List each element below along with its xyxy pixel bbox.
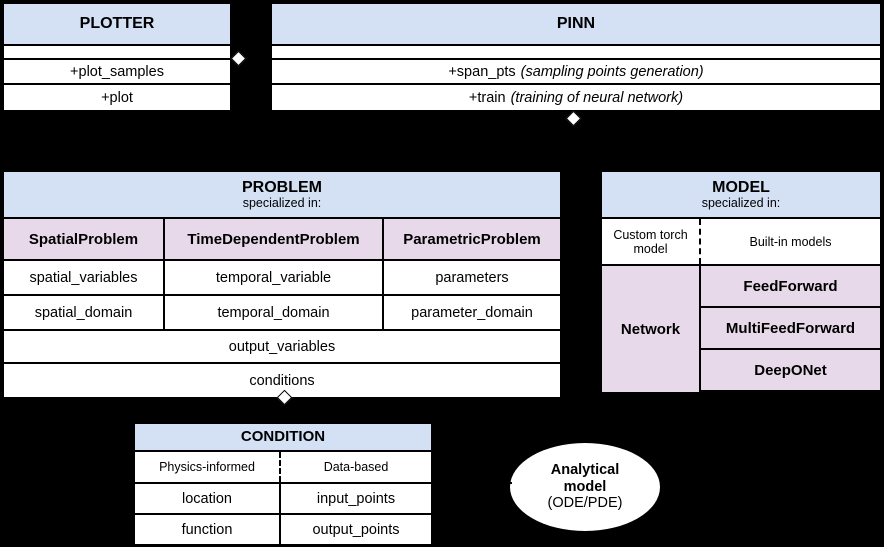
model-builtin-0-label: FeedForward [743, 277, 838, 295]
problem-shared-0: output_variables [4, 331, 560, 364]
problem-attr-1-0: spatial_domain [4, 296, 165, 329]
model-builtin-list: FeedForward MultiFeedForward DeepONet [701, 266, 880, 392]
model-header: MODEL specialized in: [602, 172, 880, 219]
class-box-model[interactable]: MODEL specialized in: Custom torch model… [600, 170, 882, 392]
condition-row-0: location input_points [135, 484, 431, 515]
connector-pinn-down [572, 118, 574, 145]
class-box-condition[interactable]: CONDITION Physics-informed Data-based lo… [133, 422, 433, 544]
class-box-problem[interactable]: PROBLEM specialized in: SpatialProblem T… [2, 170, 562, 397]
problem-specialization-row: SpatialProblem TimeDependentProblem Para… [4, 219, 560, 261]
pinn-method-0-note: (sampling points generation) [520, 63, 704, 80]
plotter-method-0-label: +plot_samples [70, 63, 164, 80]
problem-attr-0-2-label: parameters [435, 269, 509, 286]
condition-cell-0-1: input_points [281, 484, 431, 513]
condition-col-right-header-label: Data-based [323, 460, 389, 474]
problem-specialization-1[interactable]: TimeDependentProblem [165, 219, 384, 259]
condition-header: CONDITION [135, 424, 431, 452]
problem-attr-1-2: parameter_domain [384, 296, 560, 329]
plotter-title: PLOTTER [79, 15, 155, 33]
model-builtin-1-label: MultiFeedForward [725, 319, 856, 337]
condition-col-left-header: Physics-informed [135, 452, 281, 482]
model-col-right-header-label: Built-in models [749, 234, 832, 249]
model-body: Network FeedForward MultiFeedForward Dee… [602, 266, 880, 392]
condition-cell-0-0-label: location [182, 490, 232, 507]
problem-specialization-2[interactable]: ParametricProblem [384, 219, 560, 259]
arrowhead-icon [433, 473, 450, 492]
connector-branch-to-model [742, 144, 744, 170]
model-col-left-header-label: Custom torch model [613, 227, 688, 256]
problem-header: PROBLEM specialized in: [4, 172, 560, 219]
class-box-pinn[interactable]: PINN +span_pts (sampling points generati… [270, 2, 882, 112]
problem-shared-1-label: conditions [249, 372, 315, 389]
problem-subtitle: specialized in: [242, 196, 322, 211]
problem-specialization-1-label: TimeDependentProblem [187, 230, 360, 248]
problem-attr-1-1-label: temporal_domain [217, 304, 330, 321]
pinn-header: PINN [272, 4, 880, 46]
pinn-method-0[interactable]: +span_pts (sampling points generation) [272, 60, 880, 85]
analytical-model-line3: (ODE/PDE) [547, 495, 623, 512]
connector-problem-condition [283, 396, 285, 422]
problem-specialization-0[interactable]: SpatialProblem [4, 219, 165, 259]
problem-shared-0-label: output_variables [228, 338, 336, 355]
condition-title: CONDITION [240, 427, 326, 445]
problem-title: PROBLEM [242, 178, 322, 196]
condition-cell-1-0: function [135, 515, 281, 544]
model-col-right-header: Built-in models [701, 219, 880, 264]
condition-row-1: function output_points [135, 515, 431, 544]
plotter-method-1[interactable]: +plot [4, 85, 230, 110]
model-builtin-2-label: DeepONet [754, 361, 827, 379]
pinn-method-1[interactable]: +train (training of neural network) [272, 85, 880, 110]
model-network-cell[interactable]: Network [602, 266, 701, 392]
model-builtin-0[interactable]: FeedForward [701, 266, 880, 308]
plotter-header: PLOTTER [4, 4, 230, 46]
connector-plotter-pinn [236, 57, 270, 59]
aggregation-diamond-pinn [565, 110, 582, 127]
connector-branch-to-problem [283, 144, 285, 170]
plotter-method-1-label: +plot [101, 89, 133, 106]
model-network-label: Network [620, 320, 681, 338]
pinn-method-0-name: +span_pts [448, 63, 516, 80]
problem-attr-0-2: parameters [384, 261, 560, 294]
condition-col-right-header: Data-based [281, 452, 431, 482]
connector-analytical-condition [437, 482, 512, 484]
problem-attr-0-1: temporal_variable [165, 261, 384, 294]
model-column-header-row: Custom torch model Built-in models [602, 219, 880, 266]
model-subtitle: specialized in: [701, 196, 781, 211]
problem-attribute-row-0: spatial_variables temporal_variable para… [4, 261, 560, 296]
problem-attr-1-1: temporal_domain [165, 296, 384, 329]
plotter-attributes-row [4, 46, 230, 60]
condition-cell-0-0: location [135, 484, 281, 513]
pinn-method-1-note: (training of neural network) [510, 89, 684, 106]
condition-cell-1-0-label: function [181, 521, 233, 538]
analytical-model-line2: model [563, 478, 607, 495]
problem-attr-0-0: spatial_variables [4, 261, 165, 294]
plotter-method-0[interactable]: +plot_samples [4, 60, 230, 85]
problem-attribute-row-1: spatial_domain temporal_domain parameter… [4, 296, 560, 331]
problem-attr-0-1-label: temporal_variable [215, 269, 332, 286]
condition-cell-1-1: output_points [281, 515, 431, 544]
problem-attr-0-0-label: spatial_variables [29, 269, 138, 286]
model-title: MODEL [712, 178, 770, 196]
problem-attr-1-2-label: parameter_domain [411, 304, 533, 321]
problem-attr-1-0-label: spatial_domain [34, 304, 133, 321]
connector-branch-horizontal [283, 144, 744, 146]
model-builtin-2[interactable]: DeepONet [701, 350, 880, 390]
analytical-model-ellipse[interactable]: Analytical model (ODE/PDE) [508, 441, 662, 533]
pinn-method-1-name: +train [468, 89, 506, 106]
problem-specialization-0-label: SpatialProblem [28, 230, 139, 248]
model-col-left-header: Custom torch model [602, 219, 701, 264]
problem-specialization-2-label: ParametricProblem [403, 230, 541, 248]
model-builtin-1[interactable]: MultiFeedForward [701, 308, 880, 350]
condition-col-left-header-label: Physics-informed [159, 460, 255, 474]
aggregation-diamond-plotter [230, 50, 247, 67]
condition-cell-1-1-label: output_points [312, 521, 400, 538]
condition-column-header-row: Physics-informed Data-based [135, 452, 431, 484]
condition-cell-0-1-label: input_points [316, 490, 396, 507]
analytical-model-line1: Analytical [550, 461, 620, 478]
class-box-plotter[interactable]: PLOTTER +plot_samples +plot [2, 2, 232, 112]
pinn-attributes-row [272, 46, 880, 60]
pinn-title: PINN [556, 15, 596, 33]
